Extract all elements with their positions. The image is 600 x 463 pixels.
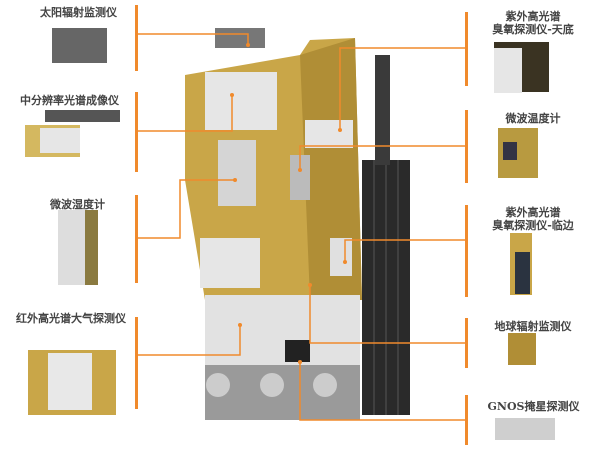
label-microwave-humidity-sounder: 微波湿度计: [50, 198, 105, 211]
accent-bar: [135, 317, 138, 409]
imager-part: [205, 72, 277, 130]
label-microwave-temperature-sounder: 微波温度计: [505, 112, 561, 125]
label-gnos-occultation: GNOS掩星探测仪: [487, 400, 580, 413]
accent-bar: [135, 92, 138, 172]
accent-bar: [465, 318, 468, 368]
humidity-part: [218, 140, 256, 206]
accent-bar: [465, 12, 468, 86]
accent-bar: [135, 195, 138, 283]
accent-bar: [465, 110, 468, 183]
label-uv-ozone-nadir: 紫外高光谱臭氧探测仪-天底: [478, 10, 588, 36]
accent-bar: [465, 395, 468, 445]
ir-sounder-part: [200, 238, 260, 288]
label-line: 紫外高光谱: [505, 10, 561, 23]
label-infrared-sounder: 红外高光谱大气探测仪: [16, 312, 126, 325]
label-line: 臭氧探测仪-临边: [492, 219, 574, 232]
label-line: 紫外高光谱: [505, 206, 561, 219]
connector-lines: [136, 33, 466, 421]
label-earth-radiation-monitor: 地球辐射监测仪: [494, 320, 572, 333]
label-uv-ozone-limb: 紫外高光谱臭氧探测仪-临边: [478, 206, 588, 232]
lower-module: [205, 295, 360, 365]
label-line: 臭氧探测仪-天底: [492, 23, 574, 36]
accent-bar: [135, 5, 138, 71]
label-solar-irradiance-monitor: 太阳辐射监测仪: [40, 6, 117, 19]
accent-bar: [465, 205, 468, 297]
label-medium-resolution-imager: 中分辨率光谱成像仪: [20, 94, 119, 107]
solar-monitor-part: [215, 28, 265, 48]
